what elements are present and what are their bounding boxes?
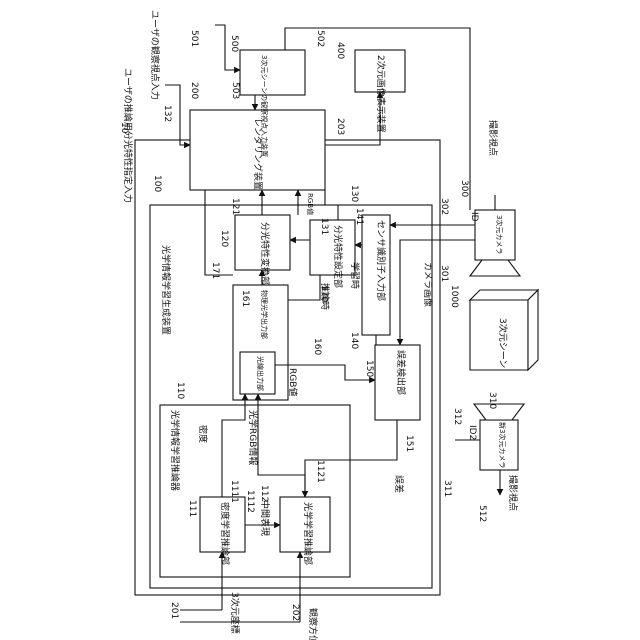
label-rgb-value: RGB値 — [306, 193, 315, 215]
label-display-2d: 2次元画像表示装置 — [375, 55, 387, 133]
line-151 — [305, 420, 397, 497]
ref-302: 302 — [439, 198, 449, 215]
ref-202: 202 — [290, 604, 300, 621]
label-error-detector: 誤差検出部 — [395, 350, 407, 395]
label-optical-info-gen: 光学情報学習生成装置 — [160, 245, 172, 335]
ref-312: 312 — [452, 408, 462, 425]
label-physical-output: 物理光学出力部 — [260, 290, 269, 339]
ref-1111: 1111 — [229, 480, 239, 503]
ref-120: 120 — [219, 230, 229, 247]
ref-310: 310 — [487, 392, 497, 409]
ref-1000: 1000 — [449, 285, 459, 308]
label-view-direction: 観察方位 — [307, 608, 319, 640]
ref-121: 121 — [230, 198, 240, 215]
ref-500: 500 — [229, 35, 239, 52]
line-1121 — [258, 394, 305, 497]
ref-503: 503 — [230, 82, 240, 99]
ref-512: 512 — [477, 505, 487, 522]
ref-502: 502 — [315, 30, 325, 47]
ref-151: 151 — [404, 435, 414, 452]
ref-1121: 1121 — [315, 460, 325, 483]
label-spectrum-output: 光線出力部 — [256, 356, 265, 391]
label-spectral-converter: 分光特性変換部 — [259, 222, 271, 285]
ref-132: 132 — [162, 105, 172, 122]
label-learning-time: 学習時 — [349, 262, 361, 289]
ref-203: 203 — [335, 118, 345, 135]
label-camera-image: カメラ画像 — [422, 262, 434, 307]
ref-141: 141 — [354, 208, 364, 225]
ref-170: 170 — [319, 285, 329, 302]
line-203 — [325, 92, 380, 145]
label-optical-learner: 光学学習推論部 — [302, 502, 314, 565]
label-optical-rgb-info: 光学RGB情報 — [247, 410, 259, 465]
label-camera-new: 新3次元カメラ — [498, 422, 507, 468]
ref-501: 501 — [189, 30, 199, 47]
label-camera-3d: 3次元カメラ — [495, 215, 504, 254]
label-density: 密度 — [197, 425, 209, 443]
label-coord-3d: 3次元座標 — [229, 592, 241, 634]
label-user-view: ユーザの観察視点入力 — [149, 10, 161, 100]
ref-112: 112 — [259, 485, 269, 502]
ref-140: 140 — [349, 332, 359, 349]
ref-311: 311 — [442, 480, 452, 497]
label-shoot-view: 撮影視点 — [487, 120, 499, 156]
label-scene-3d: 3次元シーン — [497, 318, 509, 368]
label-id: ID — [469, 212, 479, 222]
ref-400: 400 — [335, 42, 345, 59]
ref-161: 161 — [240, 290, 250, 307]
ref-100: 100 — [152, 175, 162, 192]
ref-301: 301 — [439, 265, 449, 282]
label-intermediate: 中間表現 — [259, 500, 271, 536]
label-scene-view-input: 3次元シーンの観察視点入力装置 — [260, 55, 269, 157]
ref-131: 131 — [319, 218, 329, 235]
label-error: 誤差 — [393, 475, 405, 493]
label-id2: ID2 — [467, 425, 477, 440]
ref-171: 171 — [210, 262, 220, 279]
label-sensor-id-input: センサ識別子入力部 — [375, 220, 387, 301]
ref-200: 200 — [189, 82, 199, 99]
ref-1112: 1112 — [245, 490, 255, 513]
scene-view-input-box — [240, 50, 305, 95]
ref-110: 110 — [175, 382, 185, 399]
label-optical-learning-infer: 光学情報学習推論器 — [169, 410, 181, 491]
label-density-learner: 密度学習推論部 — [219, 502, 231, 565]
ref-150: 150 — [364, 360, 374, 377]
line-301 — [400, 240, 475, 345]
line-170 — [288, 275, 320, 300]
ref-130: 130 — [349, 185, 359, 202]
label-spectral-setting: 分光特性設定部 — [332, 225, 344, 288]
line-130 — [325, 190, 338, 220]
ref-10: 10 — [119, 122, 129, 134]
ref-300: 300 — [459, 180, 469, 197]
ref-160: 160 — [312, 338, 322, 355]
label-shoot-view2: 撮影視点 — [507, 475, 519, 511]
ref-111: 111 — [187, 500, 197, 517]
label-user-spectral: ユーザの推論用分光特性指定入力 — [122, 68, 134, 203]
ref-201: 201 — [169, 602, 179, 619]
label-rgb-value2: RGB値 — [287, 368, 299, 396]
